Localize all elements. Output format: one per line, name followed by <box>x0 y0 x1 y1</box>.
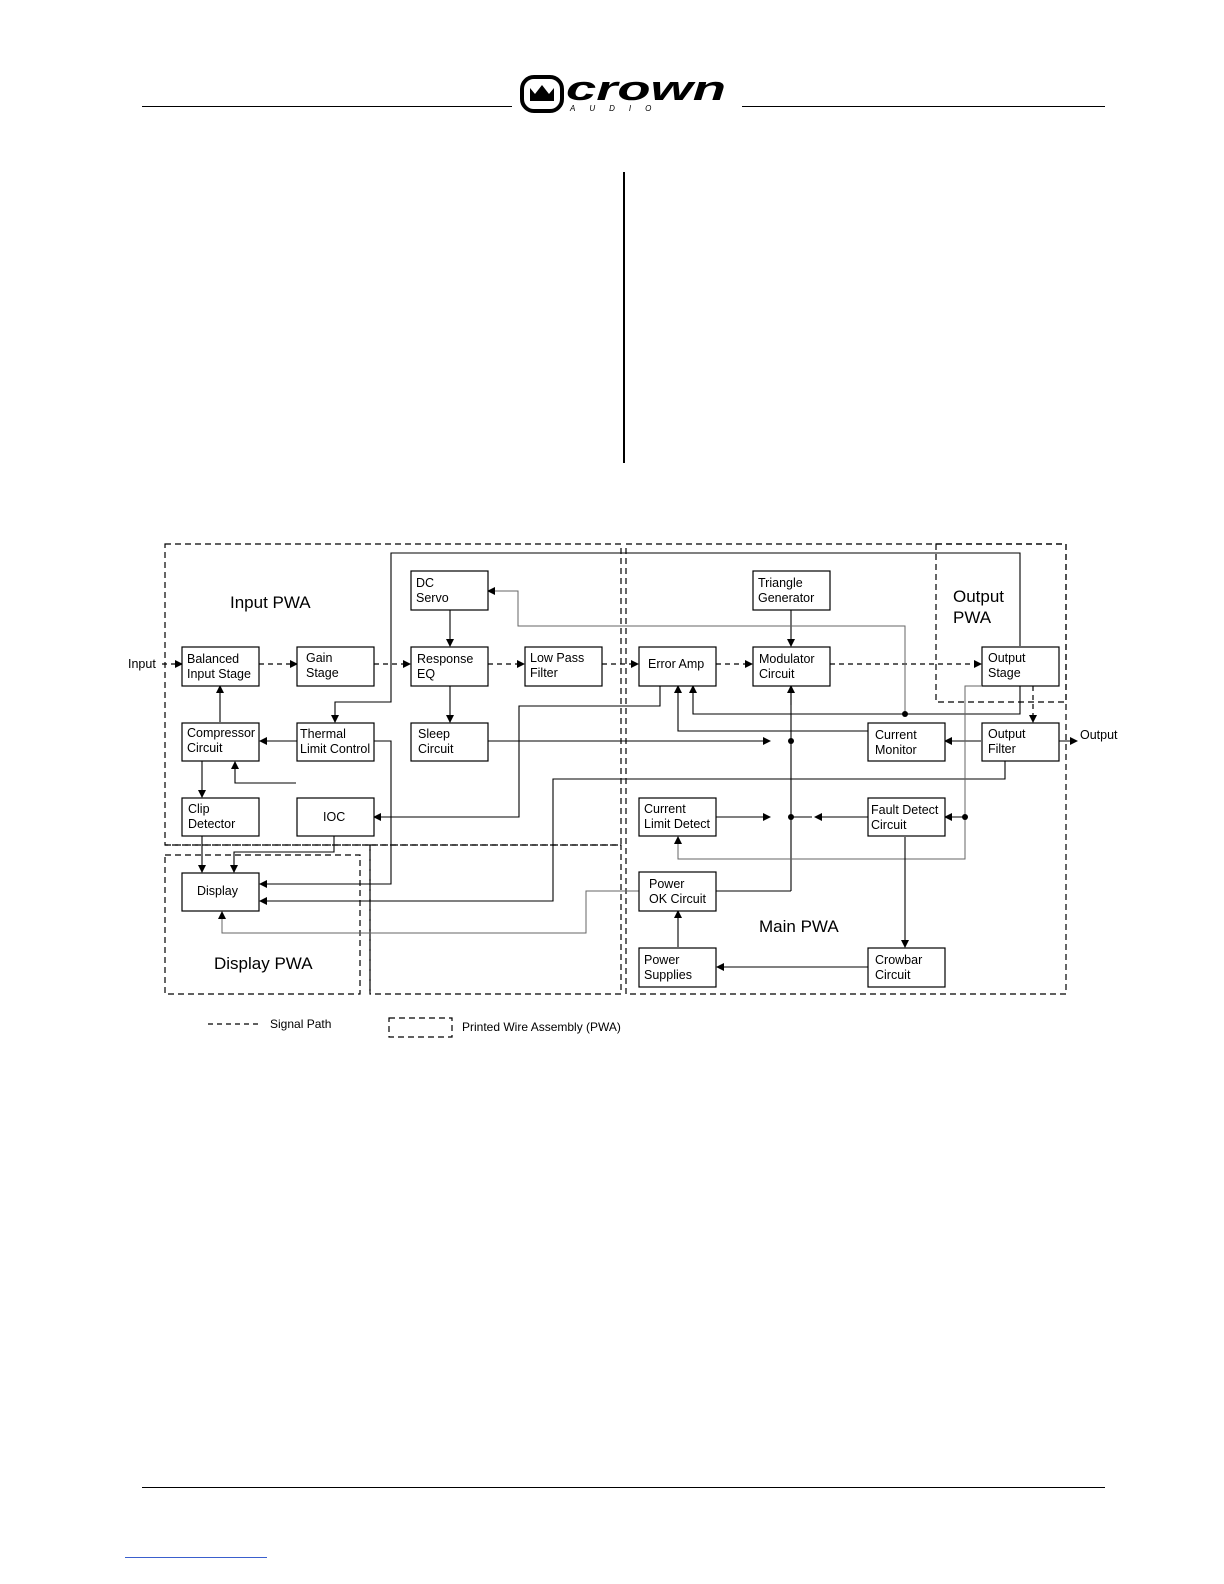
block-label: Output <box>988 651 1026 665</box>
output-pwa-label-1: Output <box>953 587 1004 606</box>
legend-signal-path-label: Signal Path <box>270 1017 331 1031</box>
block-label: Fault Detect <box>871 803 939 817</box>
legend-pwa-box <box>388 1017 453 1038</box>
block-label: Modulator <box>759 652 815 666</box>
bottom-link-underline[interactable] <box>125 1557 267 1558</box>
modulator-circuit-block: Modulator Circuit <box>752 646 831 687</box>
block-label: Thermal <box>300 727 346 741</box>
column-divider <box>623 172 625 463</box>
error-amp-block: Error Amp <box>638 646 717 687</box>
crown-audio-logo: crown AUDIO <box>520 74 726 113</box>
main-pwa-region <box>625 543 1067 995</box>
clip-detector-block: Clip Detector <box>181 797 260 837</box>
block-label: Output <box>988 727 1026 741</box>
block-label: Generator <box>758 591 814 605</box>
low-pass-filter-block: Low Pass Filter <box>524 646 603 687</box>
dc-servo-block: DC Servo <box>410 570 489 611</box>
block-label: Balanced <box>187 652 239 666</box>
input-pwa-lower-region <box>369 844 622 995</box>
power-supplies-block: Power Supplies <box>638 947 717 988</box>
block-label: Display <box>197 884 239 898</box>
block-label: Error Amp <box>648 657 704 671</box>
current-monitor-block: Current Monitor <box>867 722 946 762</box>
block-label: Crowbar <box>875 953 922 967</box>
display-block: Display <box>181 872 260 912</box>
main-pwa-label: Main PWA <box>759 917 839 936</box>
input-pwa-label: Input PWA <box>230 593 311 612</box>
block-label: Stage <box>988 666 1021 680</box>
block-label: Current <box>875 728 917 742</box>
block-label: Filter <box>988 742 1016 756</box>
footer-rule <box>142 1487 1105 1488</box>
display-pwa-label: Display PWA <box>214 954 313 973</box>
block-label: Sleep <box>418 727 450 741</box>
output-filter-block: Output Filter <box>981 722 1060 762</box>
header-rule-right <box>742 106 1105 107</box>
block-label: Current <box>644 802 686 816</box>
response-eq-block: Response EQ <box>410 646 489 687</box>
input-label: Input <box>128 657 156 671</box>
block-label: Circuit <box>418 742 454 756</box>
block-label: Filter <box>530 666 558 680</box>
block-label: Detector <box>188 817 235 831</box>
header-rule-left <box>142 106 512 107</box>
output-pwa-region <box>935 543 1067 703</box>
block-label: Low Pass <box>530 651 584 665</box>
block-label: Circuit <box>875 968 911 982</box>
current-limit-detect-block: Current Limit Detect <box>638 797 717 837</box>
crowbar-circuit-block: Crowbar Circuit <box>867 947 946 988</box>
thermal-limit-control-block: Thermal Limit Control <box>296 722 375 762</box>
legend-pwa-label: Printed Wire Assembly (PWA) <box>462 1020 621 1034</box>
block-label: OK Circuit <box>649 892 706 906</box>
output-pwa-label-2: PWA <box>953 608 992 627</box>
compressor-circuit-block: Compressor Circuit <box>181 722 260 762</box>
block-label: DC <box>416 576 434 590</box>
output-stage-block: Output Stage <box>981 646 1060 687</box>
block-label: Circuit <box>871 818 907 832</box>
block-label: Power <box>644 953 679 967</box>
block-label: Input Stage <box>187 667 251 681</box>
output-label: Output <box>1080 728 1118 742</box>
block-label: Triangle <box>758 576 803 590</box>
block-label: Circuit <box>187 741 223 755</box>
block-label: Power <box>649 877 684 891</box>
triangle-generator-block: Triangle Generator <box>752 570 831 611</box>
block-label: Compressor <box>187 726 255 740</box>
svg-text:AUDIO: AUDIO <box>569 104 665 113</box>
ioc-block: IOC <box>296 797 375 837</box>
sleep-circuit-block: Sleep Circuit <box>410 722 489 762</box>
power-ok-circuit-block: Power OK Circuit <box>638 871 717 912</box>
balanced-input-stage-block: Balanced Input Stage <box>181 646 260 687</box>
block-label: Clip <box>188 802 210 816</box>
fault-detect-circuit-block: Fault Detect Circuit <box>867 797 946 837</box>
block-label: Stage <box>306 666 339 680</box>
display-pwa-region <box>164 854 361 995</box>
block-label: Circuit <box>759 667 795 681</box>
block-label: Response <box>417 652 473 666</box>
svg-text:crown: crown <box>566 74 726 108</box>
amplifier-block-diagram: Input PWA Output PWA Display PWA Main PW… <box>128 543 1118 1038</box>
block-label: Limit Detect <box>644 817 711 831</box>
block-label: Limit Control <box>300 742 370 756</box>
block-label: IOC <box>323 810 345 824</box>
block-label: Supplies <box>644 968 692 982</box>
gain-stage-block: Gain Stage <box>296 646 375 687</box>
block-label: Monitor <box>875 743 917 757</box>
block-label: Gain <box>306 651 332 665</box>
block-label: EQ <box>417 667 435 681</box>
block-label: Servo <box>416 591 449 605</box>
